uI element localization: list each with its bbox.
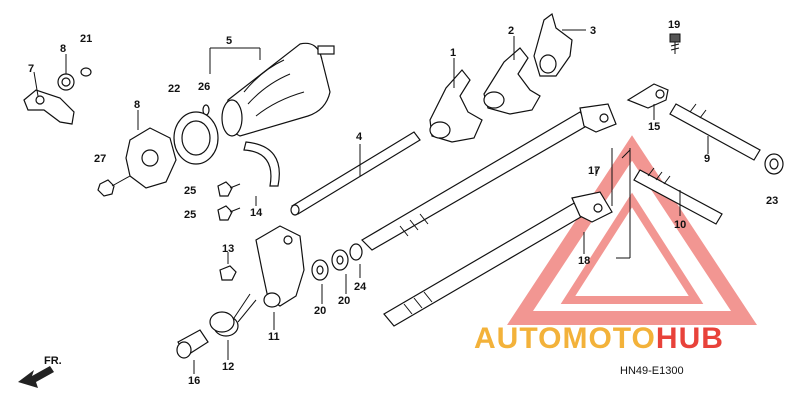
- callout-10: 10: [674, 219, 686, 231]
- watermark-triangle: [507, 135, 757, 325]
- callout-25-b: 25: [184, 209, 196, 221]
- callout-20-b: 20: [338, 295, 350, 307]
- callout-13: 13: [222, 243, 234, 255]
- shaft-10: [633, 167, 723, 225]
- callout-8-b: 8: [134, 99, 140, 111]
- shift-fork-2: [483, 47, 541, 115]
- gearshift-spindle-18: [383, 191, 613, 327]
- watermark-part1: AUTOMOTO: [474, 322, 656, 355]
- drum-center-6: [125, 127, 177, 189]
- washer-21: [80, 67, 92, 77]
- shaft-9: [669, 103, 761, 161]
- spring-8: [57, 73, 75, 91]
- oil-seal-23: [764, 153, 784, 175]
- bolt-19: [669, 33, 681, 54]
- shift-arm-15: [626, 83, 669, 109]
- gearshift-plate-11: [255, 225, 305, 308]
- fork-shaft-4: [290, 131, 421, 216]
- callout-5: 5: [226, 35, 232, 47]
- bolt-27: [97, 175, 131, 197]
- bolt-13: [219, 252, 237, 281]
- callout-22: 22: [168, 83, 180, 95]
- callout-14: 14: [250, 207, 263, 219]
- clip-24: [349, 243, 363, 261]
- callout-18: 18: [578, 255, 590, 267]
- callout-23: 23: [766, 195, 778, 207]
- callout-3: 3: [590, 25, 596, 37]
- watermark-part2: HUB: [656, 322, 724, 355]
- figure-code: HN49-E1300: [620, 365, 684, 377]
- shift-fork-1: [429, 69, 483, 143]
- callout-15: 15: [648, 121, 660, 133]
- callout-4: 4: [356, 131, 363, 143]
- callout-2: 2: [508, 25, 514, 37]
- front-arrow-icon: [18, 366, 54, 388]
- callout-9: 9: [704, 153, 710, 165]
- bolt-25-a: [217, 181, 241, 197]
- callout-16: 16: [188, 375, 200, 387]
- washer-20-a: [311, 259, 329, 281]
- shift-fork-3: [533, 12, 573, 77]
- gearshift-spindle-17: [361, 103, 617, 251]
- collar-16: [176, 329, 209, 359]
- callout-7: 7: [28, 63, 34, 75]
- leader-lines: [33, 29, 709, 374]
- callout-labels: 1 2 3 4 5 6 7 8 8 9 10 11 12 13 14 15 16…: [28, 19, 778, 387]
- callout-8-a: 8: [60, 43, 66, 55]
- callout-27: 27: [94, 153, 106, 165]
- callout-20-a: 20: [314, 305, 326, 317]
- callout-25-a: 25: [184, 185, 196, 197]
- stopper-arm-7: [23, 89, 75, 125]
- callout-11: 11: [268, 331, 280, 343]
- washer-20-b: [331, 249, 349, 271]
- callout-26: 26: [198, 81, 210, 93]
- return-spring-12: [209, 293, 257, 337]
- guide-plate-14: [243, 141, 280, 187]
- callout-12: 12: [222, 361, 234, 373]
- bearing-22: [173, 111, 219, 165]
- shift-drum-5: [221, 42, 335, 137]
- callout-17: 17: [588, 165, 600, 177]
- callout-21: 21: [80, 33, 92, 45]
- callout-19: 19: [668, 19, 680, 31]
- bolt-25-b: [217, 205, 241, 221]
- watermark-logo: AUTOMOTOHUB: [474, 322, 724, 355]
- callout-24: 24: [354, 281, 367, 293]
- callout-1: 1: [450, 47, 456, 59]
- front-marker-label: FR.: [44, 355, 62, 367]
- watermark-text-part1: AUTOMOTOHUB: [474, 322, 724, 355]
